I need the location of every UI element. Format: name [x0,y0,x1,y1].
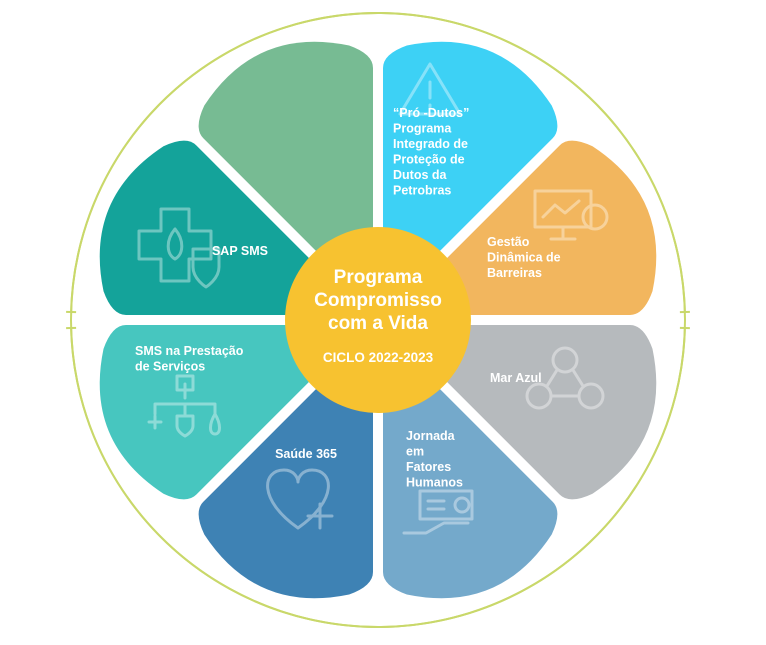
segment-label-pro-dutos: Proteção de [393,153,465,167]
cross-shield-icon [137,207,221,289]
center-cycle-label: CICLO 2022-2023 [323,350,434,365]
segment-shape-sms-prestacao [99,140,365,315]
segments-group: Gestão daÁgua“Pró -Dutos”ProgramaIntegra… [99,41,657,599]
segment-shape-mar-azul [383,333,558,599]
segment-label-jornada-fatores: Jornada [406,429,456,443]
segment-label-pro-dutos: Programa [393,122,452,136]
outer-ring-right [70,12,686,628]
org-tree-icon [147,374,221,438]
segment-shape-gestao-barreiras [391,325,657,500]
segment-label-gestao-barreiras: Dinâmica de [487,251,561,265]
segment-label-jornada-fatores: Fatores [406,460,451,474]
segment-sap-sms: SAP SMS [137,41,373,307]
center-title-line-2: Compromisso [314,290,442,311]
network-people-icon [525,346,605,410]
segment-saude-365: Saúde 365 [99,325,365,530]
segment-sms-prestacao: SMS na Prestação de Serviços [99,140,365,438]
center-circle [285,227,471,413]
segment-label-pro-dutos: “Pró -Dutos” [393,106,469,120]
segment-shape-sap-sms [198,41,373,307]
outer-ring-ticks [66,310,690,330]
segment-label-mar-azul: Mar Azul [490,371,542,385]
segment-label-gestao-barreiras: Gestão [487,235,530,249]
segment-label-sms-prestacao: SMS na Prestação [135,344,244,358]
segment-label-pro-dutos: Integrado de [393,137,468,151]
segment-shape-saude-365 [99,325,365,500]
segment-label-sap-sms: SAP SMS [212,244,268,258]
heart-cross-icon [266,468,334,530]
segment-shape-jornada-fatores [198,333,373,599]
segment-label-gestao-barreiras: Barreiras [487,266,542,280]
segment-label-sms-prestacao: de Serviços [135,360,205,374]
segment-shape-gestao-agua [383,41,558,307]
center-title-line-3: com a Vida [328,313,428,334]
warning-triangle-icon [398,62,462,116]
center-title-line-1: Programa [334,267,423,288]
hand-card-icon [402,489,474,535]
segment-label-jornada-fatores: Humanos [406,476,463,490]
segment-label-jornada-fatores: em [406,445,424,459]
segment-label-saude-365: Saúde 365 [275,447,337,461]
monitor-chart-icon [533,189,609,241]
segment-label-pro-dutos: Dutos da [393,168,448,182]
segment-label-pro-dutos: Petrobras [393,184,451,198]
segment-mar-azul: Mar Azul [383,333,605,599]
segment-shape-pro-dutos [391,140,657,315]
